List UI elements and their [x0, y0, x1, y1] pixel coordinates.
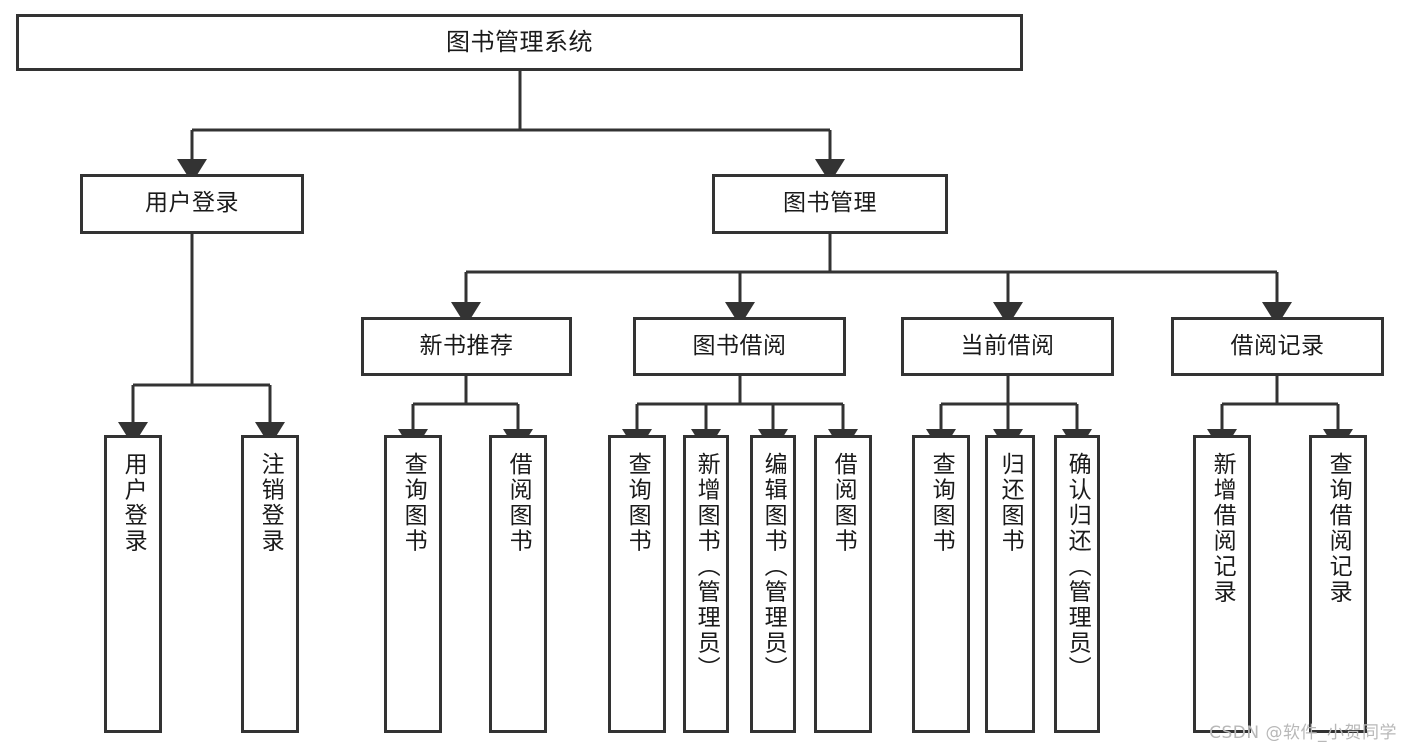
- node-borrow-record[interactable]: 借阅记录: [1171, 317, 1384, 376]
- node-label: 图书管理: [783, 190, 877, 217]
- leaf-borrow-book[interactable]: 借阅图书: [814, 435, 872, 733]
- node-book-borrow[interactable]: 图书借阅: [633, 317, 846, 376]
- node-label: 编辑图书（管理员）: [760, 452, 787, 682]
- node-label: 新增图书（管理员）: [693, 452, 720, 682]
- leaf-query-borrow-record[interactable]: 查询借阅记录: [1309, 435, 1367, 733]
- node-label: 图书借阅: [692, 332, 787, 359]
- node-label: 新增借阅记录: [1209, 452, 1236, 605]
- node-label: 借阅图书: [505, 452, 532, 554]
- leaf-confirm-return-admin[interactable]: 确认归还（管理员）: [1054, 435, 1100, 733]
- leaf-query-book-borrow[interactable]: 查询图书: [608, 435, 666, 733]
- node-label: 新书推荐: [419, 332, 514, 359]
- leaf-add-book-admin[interactable]: 新增图书（管理员）: [683, 435, 729, 733]
- leaf-return-book[interactable]: 归还图书: [985, 435, 1035, 733]
- leaf-edit-book-admin[interactable]: 编辑图书（管理员）: [750, 435, 796, 733]
- node-book-management[interactable]: 图书管理: [712, 174, 948, 234]
- node-label: 当前借阅: [960, 332, 1055, 359]
- leaf-add-borrow-record[interactable]: 新增借阅记录: [1193, 435, 1251, 733]
- leaf-logout-login[interactable]: 注销登录: [241, 435, 299, 733]
- leaf-borrow-book-recommend[interactable]: 借阅图书: [489, 435, 547, 733]
- node-new-book-recommend[interactable]: 新书推荐: [361, 317, 572, 376]
- node-label: 查询图书: [624, 452, 651, 554]
- node-root-book-management-system[interactable]: 图书管理系统: [16, 14, 1023, 71]
- node-label: 注销登录: [257, 452, 284, 554]
- node-label: 确认归还（管理员）: [1064, 452, 1091, 682]
- node-label: 借阅图书: [830, 452, 857, 554]
- leaf-query-book-recommend[interactable]: 查询图书: [384, 435, 442, 733]
- node-user-login[interactable]: 用户登录: [80, 174, 304, 234]
- leaf-user-login[interactable]: 用户登录: [104, 435, 162, 733]
- csdn-watermark: CSDN @软件_小贺同学: [1209, 723, 1397, 743]
- node-current-borrow[interactable]: 当前借阅: [901, 317, 1114, 376]
- node-label: 用户登录: [120, 452, 147, 554]
- node-label: 查询借阅记录: [1325, 452, 1352, 605]
- node-label: 归还图书: [997, 452, 1024, 554]
- node-label: 查询图书: [400, 452, 427, 554]
- node-label: 用户登录: [145, 190, 239, 217]
- leaf-query-book-current[interactable]: 查询图书: [912, 435, 970, 733]
- node-label: 图书管理系统: [446, 28, 593, 57]
- node-label: 查询图书: [928, 452, 955, 554]
- node-label: 借阅记录: [1230, 332, 1325, 359]
